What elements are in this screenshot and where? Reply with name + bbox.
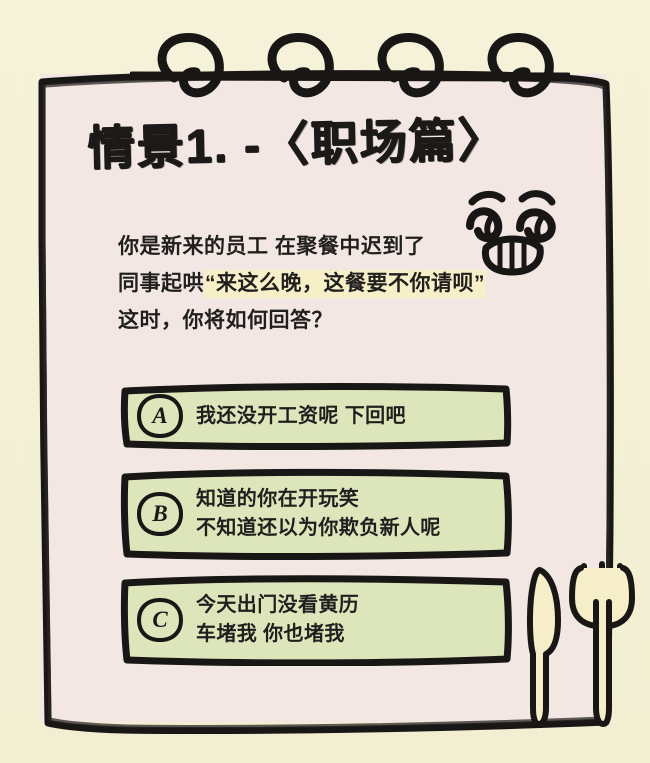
prompt-line-1: 你是新来的员工 在聚餐中迟到了 bbox=[118, 235, 426, 258]
option-a-badge: A bbox=[136, 392, 184, 440]
option-b-line-2: 不知道还以为你欺负新人呢 bbox=[196, 517, 441, 539]
option-b-letter: B bbox=[152, 501, 168, 526]
circle-c-icon bbox=[137, 598, 183, 642]
option-b-box bbox=[118, 468, 514, 560]
option-a-letter: A bbox=[152, 403, 168, 428]
option-c-text: 今天出门没看黄历 车堵我 你也堵我 bbox=[196, 591, 359, 649]
option-a-text: 我还没开工资呢 下回吧 bbox=[196, 402, 406, 431]
circle-b-icon bbox=[137, 492, 183, 536]
prompt-line-3: 这时，你将如何回答？ bbox=[118, 309, 333, 332]
option-b-badge: B bbox=[136, 490, 184, 538]
option-c-box bbox=[118, 574, 514, 666]
option-a-box bbox=[118, 382, 514, 450]
option-a-line-1: 我还没开工资呢 下回吧 bbox=[196, 404, 406, 427]
option-a[interactable]: A 我还没开工资呢 下回吧 bbox=[118, 382, 514, 450]
prompt-quote-highlight: “来这么晚，这餐要不你请呗” bbox=[204, 270, 486, 298]
option-b[interactable]: B 知道的你在开玩笑 不知道还以为你欺负新人呢 bbox=[118, 468, 514, 560]
option-c-letter: C bbox=[152, 607, 168, 632]
prompt-line-2-prefix: 同事起哄 bbox=[118, 272, 204, 295]
prompt-line-2: 同事起哄“来这么晚，这餐要不你请呗” bbox=[118, 265, 548, 302]
option-c[interactable]: C 今天出门没看黄历 车堵我 你也堵我 bbox=[118, 574, 514, 666]
prompt-paragraph: 你是新来的员工 在聚餐中迟到了 同事起哄“来这么晚，这餐要不你请呗” 这时，你将… bbox=[118, 228, 548, 339]
option-c-badge: C bbox=[136, 596, 184, 644]
option-b-line-1: 知道的你在开玩笑 bbox=[196, 488, 360, 510]
page-title: 情景1. -〈职场篇〉 bbox=[87, 113, 508, 175]
option-b-text: 知道的你在开玩笑 不知道还以为你欺负新人呢 bbox=[196, 485, 441, 543]
option-c-line-1: 今天出门没看黄历 bbox=[196, 594, 360, 616]
option-c-line-2: 车堵我 你也堵我 bbox=[196, 623, 345, 645]
circle-a-icon bbox=[137, 394, 183, 438]
